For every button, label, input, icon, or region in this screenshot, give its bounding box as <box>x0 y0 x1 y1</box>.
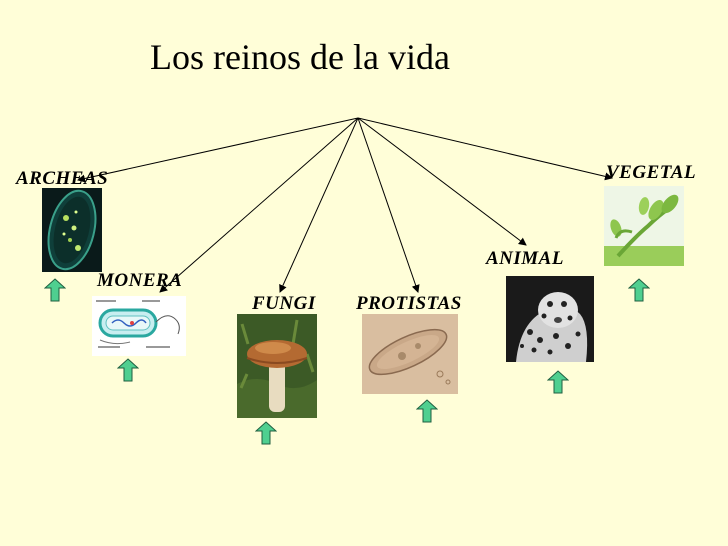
connector-archeas <box>77 117 359 183</box>
up-arrow-icon <box>628 278 650 302</box>
label-animal: ANIMAL <box>486 248 564 269</box>
slide-title: Los reinos de la vida <box>150 37 450 77</box>
connector-protistas <box>357 117 420 293</box>
label-vegetal: VEGETAL <box>606 162 697 183</box>
up-arrow-icon <box>547 370 569 394</box>
label-monera: MONERA <box>97 270 183 291</box>
label-protistas: PROTISTAS <box>356 293 462 314</box>
fungi-image <box>237 314 317 418</box>
monera-image <box>92 296 186 356</box>
up-arrow-icon <box>416 399 438 423</box>
connector-fungi <box>279 117 359 293</box>
archea-image <box>42 188 102 272</box>
label-fungi: FUNGI <box>252 293 316 314</box>
up-arrow-icon <box>44 278 66 302</box>
vegetal-image <box>604 186 684 266</box>
connector-monera <box>159 117 359 293</box>
up-arrow-icon <box>255 421 277 445</box>
protistas-image <box>362 314 458 394</box>
up-arrow-icon <box>117 358 139 382</box>
connector-animal <box>357 117 527 246</box>
connector-vegetal <box>357 117 613 181</box>
animal-image <box>506 276 594 362</box>
label-archeas: ARCHEAS <box>16 168 109 189</box>
